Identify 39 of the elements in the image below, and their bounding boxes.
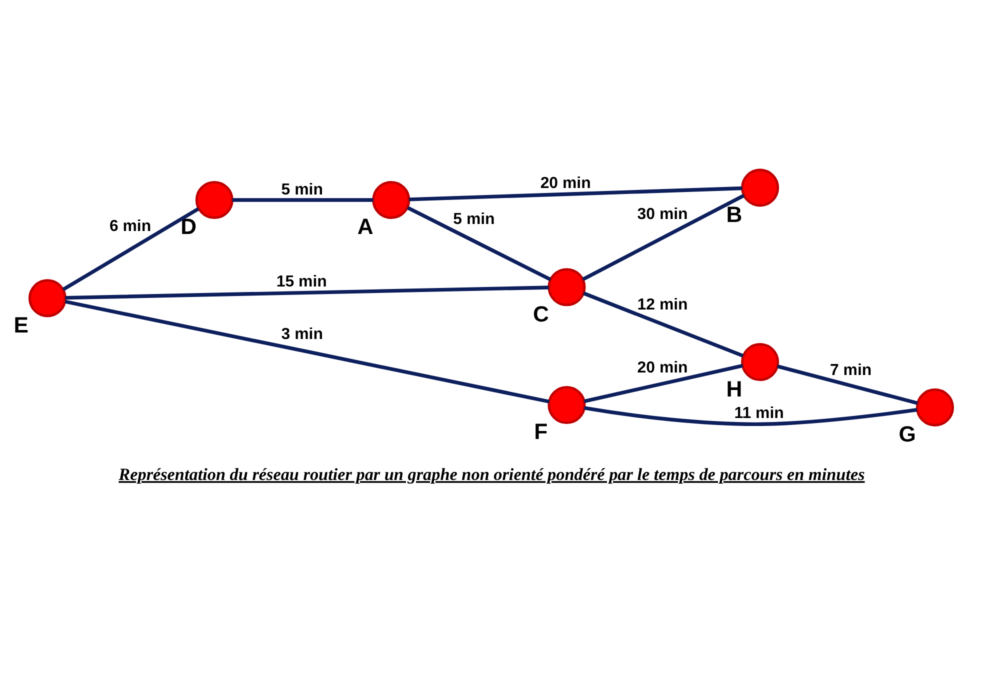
connector <box>584 406 918 426</box>
node-label: C <box>532 300 549 326</box>
edge-label: 20 min <box>540 174 591 192</box>
edge-label: 3 min <box>281 326 323 343</box>
node-circle <box>28 278 66 317</box>
node-circle <box>741 168 780 206</box>
connector <box>777 364 918 404</box>
node-label: G <box>898 421 916 446</box>
node-label: A <box>357 214 374 239</box>
edge-label: 20 min <box>637 358 688 376</box>
edge-label: 11 min <box>734 404 784 422</box>
connector <box>582 193 745 280</box>
node-label: E <box>14 312 28 337</box>
node-circle <box>548 268 586 306</box>
caption: Représentation du réseau routier par un graphe non orienté pondéré par le temps de parcours en minutes <box>118 464 865 484</box>
node-circle <box>372 180 410 219</box>
node-circle <box>195 180 234 219</box>
connector <box>62 206 200 291</box>
node-label: H <box>726 376 742 401</box>
connector <box>409 186 742 201</box>
connector <box>406 206 552 281</box>
edge-label: 5 min <box>453 210 495 228</box>
connector <box>65 285 549 300</box>
node-label: B <box>726 201 742 226</box>
connector <box>64 299 550 403</box>
connector <box>582 291 744 358</box>
edge-label: 30 min <box>637 205 688 222</box>
connector <box>232 198 374 202</box>
connector <box>584 363 743 403</box>
node-label: F <box>534 418 548 444</box>
edge-label: 7 min <box>830 361 872 378</box>
node-circle <box>916 388 954 426</box>
node-label: D <box>180 214 197 239</box>
node-circle <box>741 342 780 381</box>
edge-label: 5 min <box>281 180 323 198</box>
edge-label: 12 min <box>637 296 688 314</box>
edge-label: 6 min <box>109 218 152 235</box>
edge-label: 15 min <box>276 272 327 290</box>
node-circle <box>548 385 586 424</box>
